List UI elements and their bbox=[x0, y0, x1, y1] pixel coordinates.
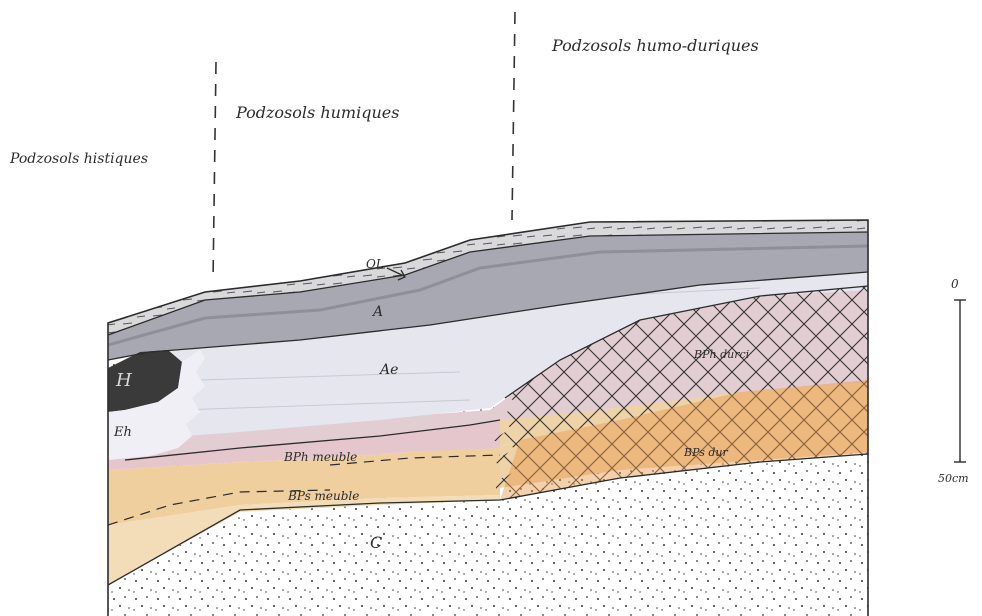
label-h: H bbox=[115, 370, 132, 391]
label-bph-durci: BPh durci bbox=[693, 348, 749, 361]
soil-block bbox=[100, 200, 880, 616]
scale-top-label: 0 bbox=[951, 277, 959, 291]
zone-label-humiques: Podzosols humiques bbox=[235, 103, 399, 122]
label-bps-meuble: BPs meuble bbox=[287, 489, 359, 503]
label-a: A bbox=[371, 304, 383, 320]
zone-label-humo-duriques: Podzosols humo-duriques bbox=[551, 36, 759, 55]
label-bph-meuble: BPh meuble bbox=[283, 450, 357, 464]
depth-scale-bar bbox=[954, 300, 966, 462]
label-bps-dur: BPs dur bbox=[683, 446, 728, 459]
label-ae: Ae bbox=[378, 362, 398, 378]
zone-label-histiques: Podzosols histiques bbox=[9, 151, 148, 167]
scale-bottom-label: 50cm bbox=[938, 472, 969, 485]
zone-divider-left bbox=[213, 62, 216, 282]
zone-divider-right bbox=[512, 12, 515, 220]
label-c: C bbox=[370, 533, 382, 552]
label-ol: OL bbox=[366, 257, 384, 271]
label-eh: Eh bbox=[113, 425, 132, 440]
